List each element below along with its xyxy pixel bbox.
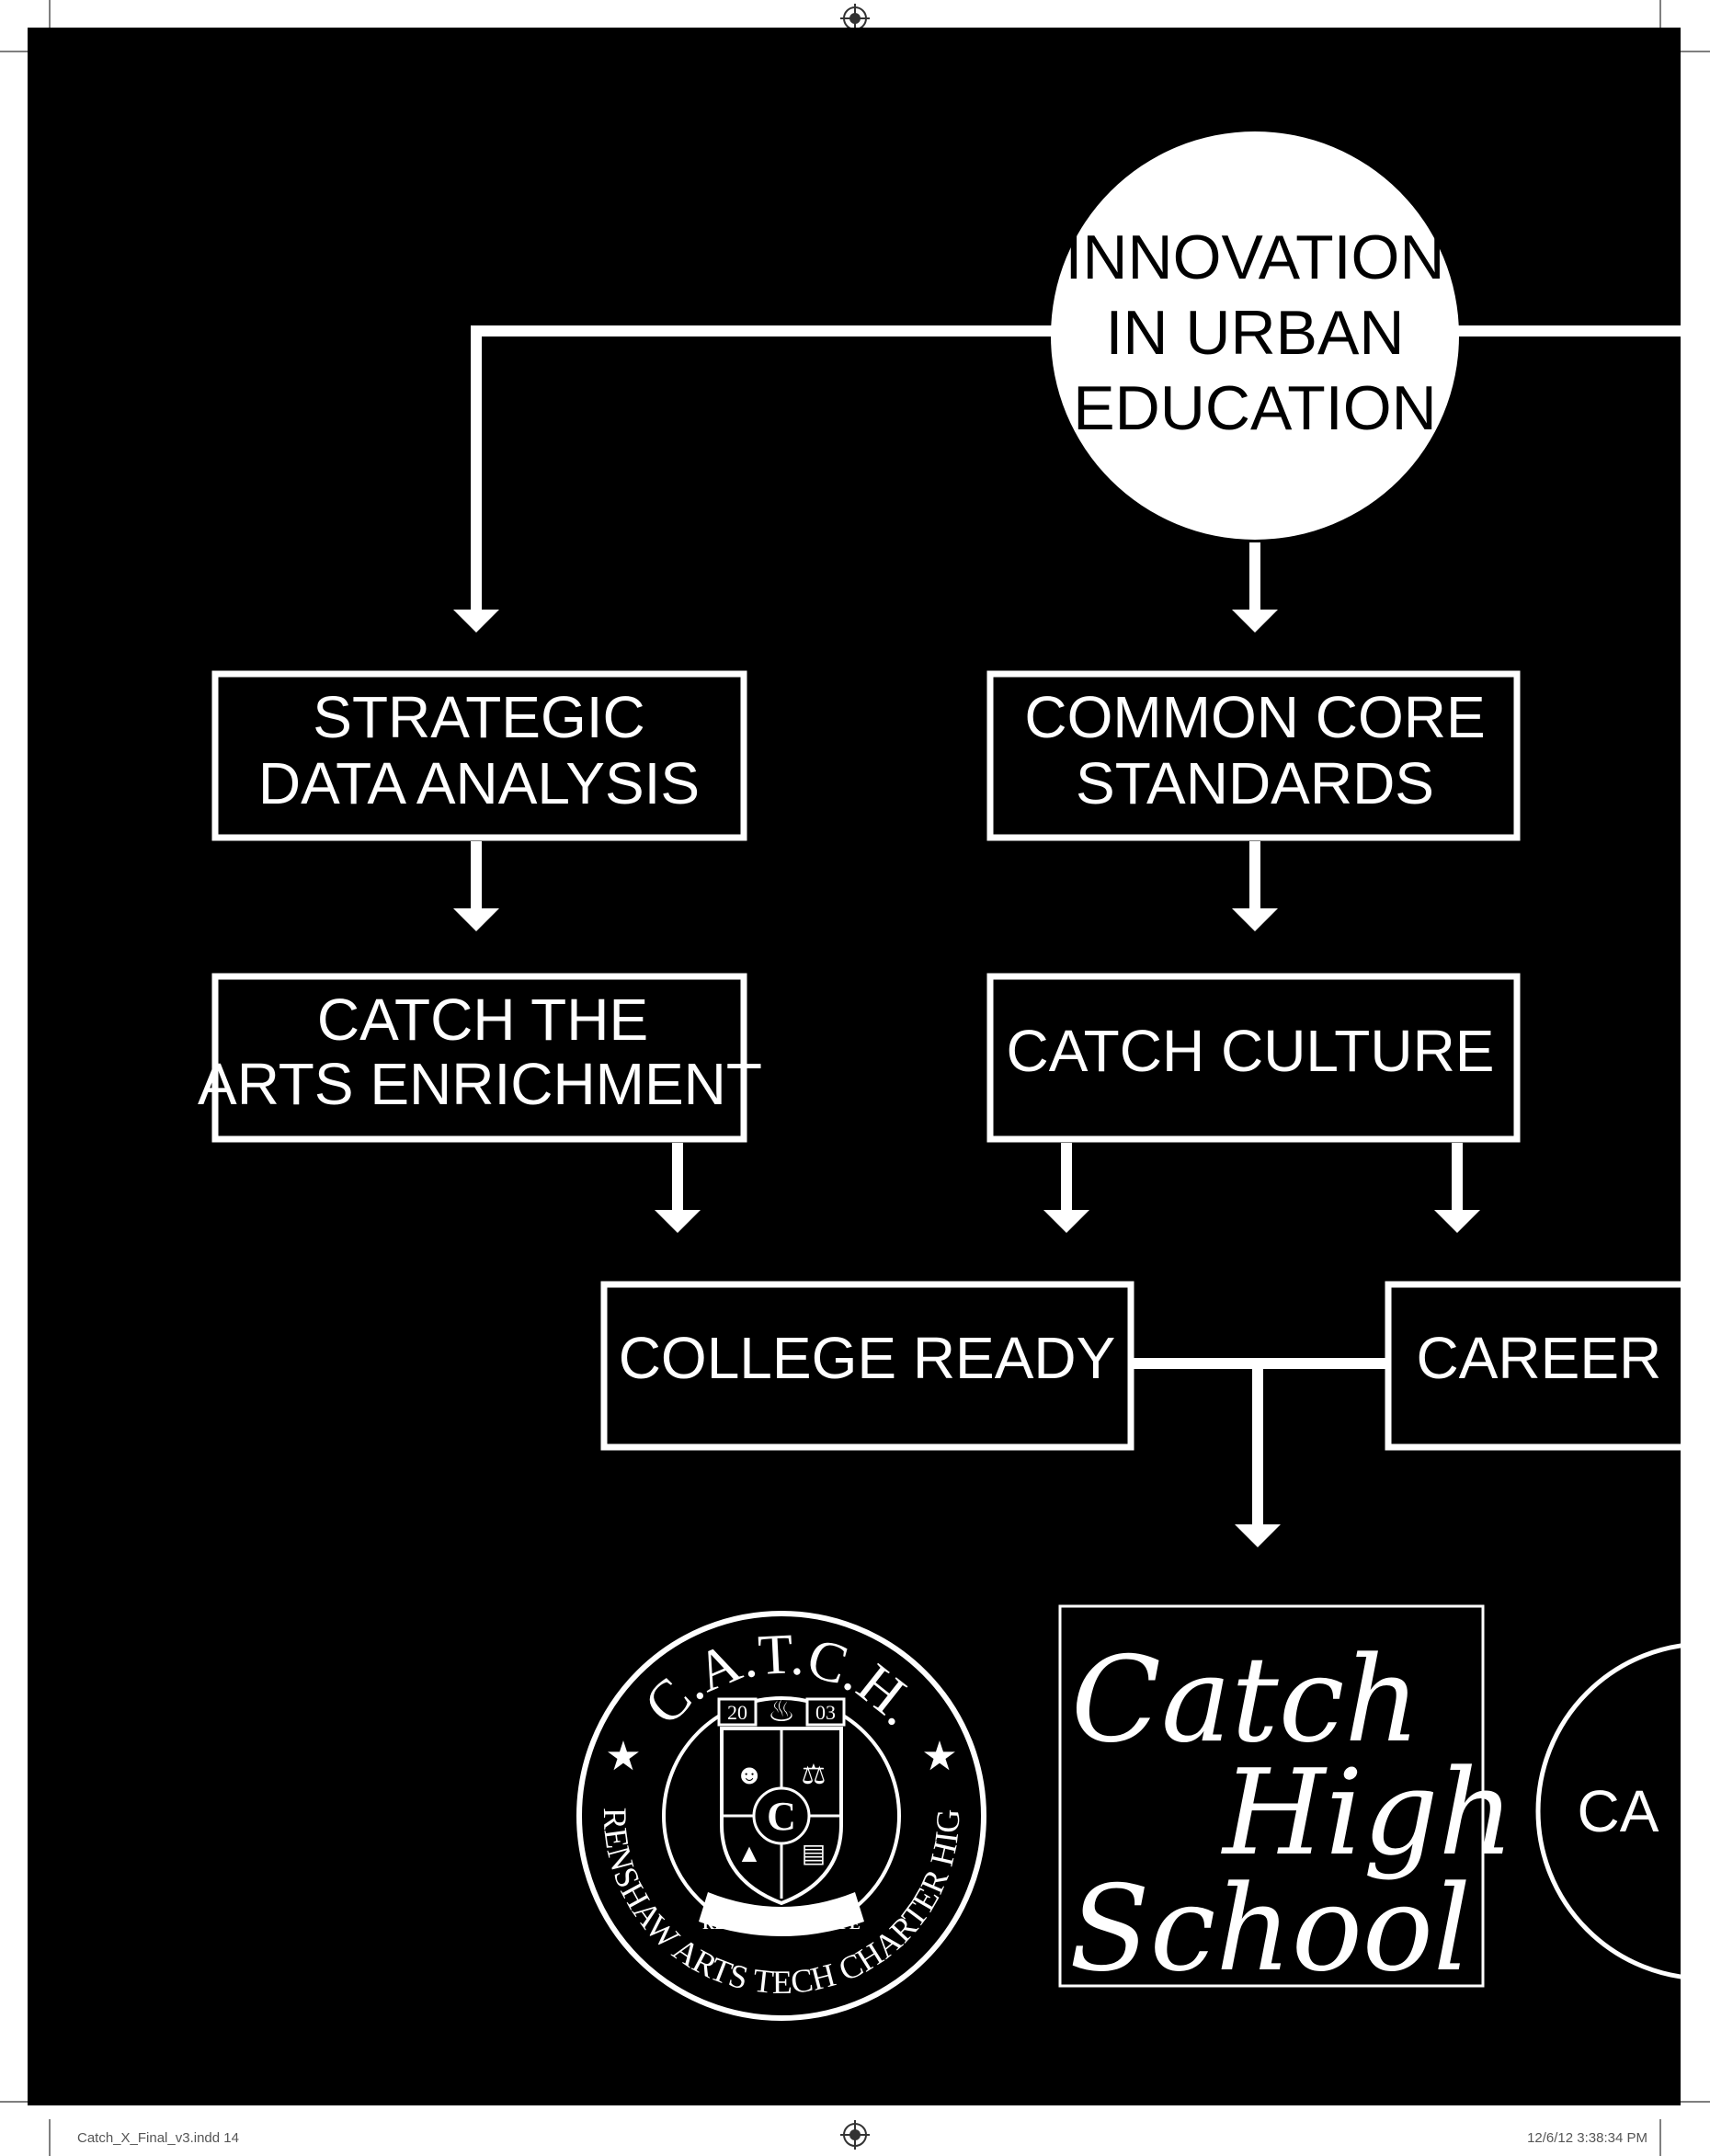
culture-line-1: CATCH CULTURE <box>1007 1018 1495 1084</box>
node-strategic-data-analysis: STRATEGIC DATA ANALYSIS <box>211 670 747 841</box>
career-line-1: CAREER READY <box>1417 1325 1710 1391</box>
arts-line-1: CATCH THE <box>317 987 648 1053</box>
third-logo-text: CA <box>1578 1778 1659 1844</box>
root-line-1: INNOVATION <box>1065 222 1444 292</box>
script-line-1: Catch <box>1071 1632 1420 1769</box>
registration-mark-right <box>1677 1063 1706 1092</box>
star-icon: ★ <box>605 1734 641 1779</box>
script-line-2: High <box>1221 1745 1514 1882</box>
common-core-line-2: STANDARDS <box>1076 750 1434 816</box>
script-line-3: School <box>1069 1861 1471 1998</box>
crest-shield-icon <box>720 1727 843 1906</box>
registration-mark-top <box>840 4 870 33</box>
arrowheads <box>453 610 1480 1547</box>
college-line-1: COLLEGE READY <box>619 1325 1116 1391</box>
third-logo: CA <box>1535 1643 1681 1979</box>
seal-banner-text: RESPECT FOR LIFE <box>702 1914 861 1933</box>
registration-mark-bottom <box>840 2120 870 2150</box>
node-career-ready: CAREER READY <box>1385 1281 1710 1451</box>
scales-icon: ⚖ <box>802 1760 826 1790</box>
root-node-innovation: INNOVATION IN URBAN EDUCATION <box>1051 131 1459 540</box>
connectors <box>471 325 1681 1526</box>
node-catch-culture: CATCH CULTURE <box>986 973 1521 1143</box>
book-icon: ▤ <box>802 1839 826 1867</box>
node-college-ready: COLLEGE READY <box>600 1281 1134 1451</box>
torch-icon: ♨ <box>768 1694 795 1728</box>
root-line-3: EDUCATION <box>1073 373 1436 443</box>
star-icon: ★ <box>921 1734 957 1779</box>
node-arts-enrichment: CATCH THE ARTS ENRICHMENT <box>198 973 762 1143</box>
common-core-line-1: COMMON CORE <box>1024 684 1485 750</box>
seal-year-left: 20 <box>727 1701 747 1724</box>
seal-banner <box>699 1892 864 1936</box>
graduation-cap-icon: ▲ <box>736 1839 762 1867</box>
slug-left: Catch_X_Final_v3.indd 14 <box>77 2130 239 2146</box>
root-line-2: IN URBAN <box>1106 298 1405 368</box>
seal-monogram: C <box>767 1794 796 1839</box>
mask-icon: ☻ <box>735 1760 764 1790</box>
arts-line-2: ARTS ENRICHMENT <box>198 1051 762 1117</box>
node-common-core-standards: COMMON CORE STANDARDS <box>986 670 1521 841</box>
seal-year-right: 03 <box>815 1701 836 1724</box>
slug-right: 12/6/12 3:38:34 PM <box>1527 2130 1647 2146</box>
strategic-line-2: DATA ANALYSIS <box>258 750 700 816</box>
catch-high-school-script-logo: Catch High School <box>1058 1604 1514 1998</box>
strategic-line-1: STRATEGIC <box>313 684 645 750</box>
